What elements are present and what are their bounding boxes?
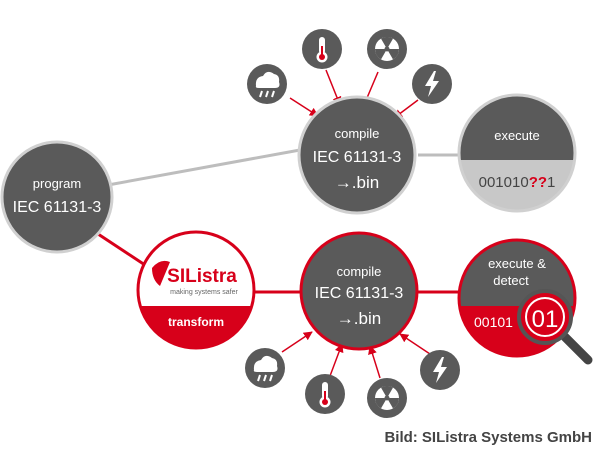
silistra-logo: SIListra xyxy=(167,266,237,287)
execute-detect-label: execute & xyxy=(488,256,546,271)
execute-detect-node: execute & detect 00101 01 xyxy=(457,238,593,365)
storm-cloud-icon xyxy=(245,348,285,388)
transform-label: transform xyxy=(168,315,224,329)
hazard-arrow xyxy=(289,97,319,117)
radiation-icon xyxy=(367,29,407,69)
thermometer-icon xyxy=(305,374,345,414)
hazard-arrow xyxy=(281,331,313,353)
execute-label: execute xyxy=(494,128,540,143)
lightning-icon xyxy=(412,64,452,104)
program-label: program xyxy=(33,176,81,191)
compile-label: compile xyxy=(335,126,380,141)
compile-output: →.bin xyxy=(335,173,379,192)
storm-cloud-icon xyxy=(247,64,287,104)
silistra-logo-mark xyxy=(152,260,170,286)
magnifier-icon: 01 xyxy=(517,289,593,365)
compile-standard: IEC 61131-3 xyxy=(315,285,404,302)
hazard-arrow xyxy=(329,343,344,377)
compile-standard: IEC 61131-3 xyxy=(313,149,402,166)
thermometer-icon xyxy=(302,29,342,69)
compile-label: compile xyxy=(337,264,382,279)
execute-detect-bitstream: 00101 xyxy=(474,314,513,330)
hazard-arrow xyxy=(399,333,431,355)
detected-bits: 01 xyxy=(532,306,559,333)
radiation-icon xyxy=(367,378,407,418)
compile-output: →.bin xyxy=(337,309,381,328)
silistra-transform-node: SIListra making systems safer transform xyxy=(136,230,256,350)
execute-detect-label: detect xyxy=(493,273,529,288)
silistra-tagline: making systems safer xyxy=(170,289,238,296)
program-standard: IEC 61131-3 xyxy=(13,199,102,216)
bit-error: ?? xyxy=(529,174,547,191)
hazard-arrow xyxy=(368,345,381,379)
lightning-icon xyxy=(420,350,460,390)
connector-program-compile-top xyxy=(107,148,301,187)
execute-bitstream: 001010??1 xyxy=(479,174,556,191)
program-node: program IEC 61131-3 xyxy=(0,140,114,254)
compile-node-top: compile IEC 61131-3 →.bin xyxy=(297,95,417,215)
compile-node-bottom: compile IEC 61131-3 →.bin xyxy=(299,231,419,351)
execute-node: execute 001010??1 xyxy=(457,93,577,213)
image-credit: Bild: SIListra Systems GmbH xyxy=(384,429,592,446)
connector-program-silistra xyxy=(94,230,146,267)
